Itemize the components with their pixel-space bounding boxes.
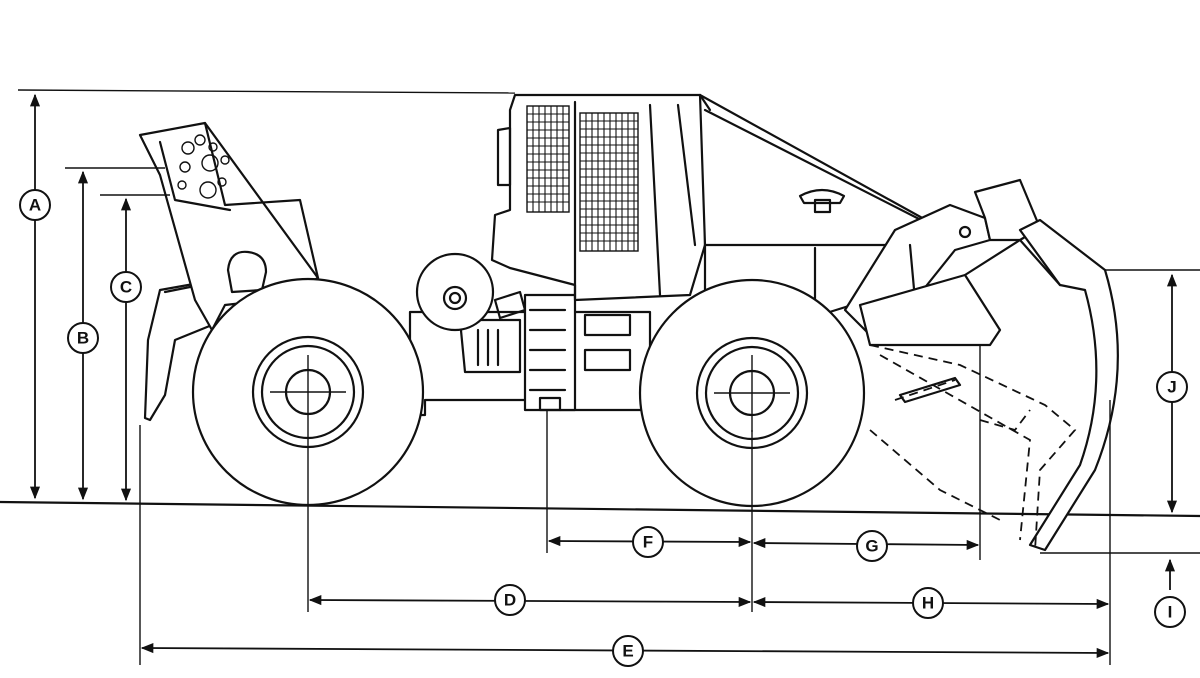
callout-label-F: F bbox=[643, 533, 653, 552]
callout-H: H bbox=[912, 587, 944, 619]
callout-A: A bbox=[19, 189, 51, 221]
articulation-joint bbox=[493, 290, 577, 412]
callout-F: F bbox=[632, 526, 664, 558]
callout-C: C bbox=[110, 271, 142, 303]
callout-label-B: B bbox=[77, 329, 89, 348]
callout-label-I: I bbox=[1168, 603, 1173, 622]
skidder-machine bbox=[138, 93, 1119, 552]
winch-drum bbox=[415, 252, 495, 332]
ground-line bbox=[0, 500, 1200, 518]
operator-cab bbox=[490, 93, 707, 302]
callout-D: D bbox=[494, 584, 526, 616]
callout-J: J bbox=[1156, 371, 1188, 403]
grapple-lowered-dashed bbox=[869, 344, 1077, 551]
cab-right-window bbox=[579, 112, 639, 252]
cab-left-window bbox=[526, 105, 570, 213]
callout-B: B bbox=[67, 322, 99, 354]
callout-G: G bbox=[856, 530, 888, 562]
rear-grapple-blade bbox=[858, 218, 1119, 552]
callout-label-H: H bbox=[922, 594, 934, 613]
callout-label-C: C bbox=[120, 278, 132, 297]
callout-label-G: G bbox=[865, 537, 878, 556]
callout-label-D: D bbox=[504, 591, 516, 610]
callout-I: I bbox=[1154, 596, 1186, 628]
callout-label-J: J bbox=[1167, 378, 1176, 397]
callout-label-E: E bbox=[622, 642, 633, 661]
callout-E: E bbox=[612, 635, 644, 667]
callout-label-A: A bbox=[29, 196, 41, 215]
